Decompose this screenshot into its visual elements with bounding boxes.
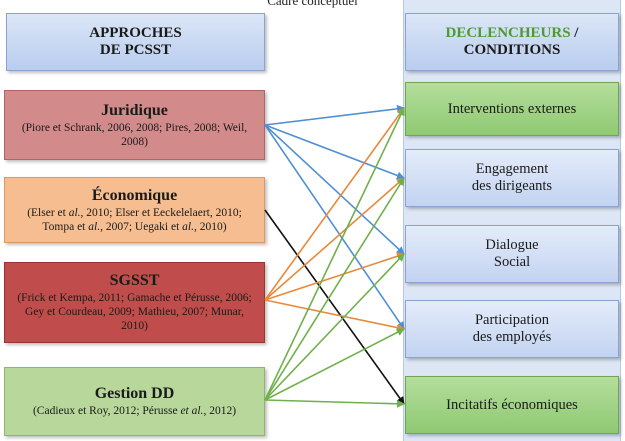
juridique-arrows bbox=[264, 104, 405, 330]
figure-caption: Cadre conceptuel bbox=[267, 0, 358, 8]
approaches-header-line1: APPROCHES bbox=[89, 25, 182, 41]
economique-arrows bbox=[264, 209, 405, 405]
approach-juridique-refs: (Piore et Schrank, 2006, 2008; Pires, 20… bbox=[21, 121, 248, 148]
approach-economique: Économique (Elser et al., 2010; Elser et… bbox=[4, 177, 265, 243]
conditions-header-green: DECLENCHEURS bbox=[445, 25, 571, 41]
condition-participation-employes: Participation des employés bbox=[405, 300, 619, 358]
condition-incitatifs-label: Incitatifs économiques bbox=[446, 396, 578, 413]
arrow-juridique-interventions bbox=[264, 104, 405, 126]
arrow-gestion-engagement bbox=[264, 177, 405, 401]
condition-participation-line1: Participation bbox=[474, 312, 550, 328]
approach-juridique: Juridique (Piore et Schrank, 2006, 2008;… bbox=[4, 90, 265, 160]
approach-economique-title: Économique bbox=[91, 186, 178, 204]
arrow-juridique-engagement bbox=[264, 124, 405, 180]
arrow-sgsst-engagement bbox=[264, 177, 405, 301]
approach-economique-refs: (Elser et al., 2010; Elser et Eeckelelae… bbox=[27, 206, 242, 233]
condition-incitatifs-economiques: Incitatifs économiques bbox=[405, 376, 619, 434]
approach-gestion-dd-refs: (Cadieux et Roy, 2012; Pérusse et al., 2… bbox=[32, 405, 237, 417]
arrow-juridique-participation bbox=[264, 124, 405, 330]
approach-gestion-dd-title: Gestion DD bbox=[94, 385, 175, 402]
gestion-dd-arrows bbox=[264, 107, 405, 408]
approach-sgsst: SGSST (Frick et Kempa, 2011; Gamache et … bbox=[4, 262, 265, 343]
arrow-gestion-participation bbox=[264, 328, 405, 401]
approaches-header-line2: DE PCSST bbox=[99, 42, 172, 58]
condition-interventions-externes-label: Interventions externes bbox=[447, 100, 577, 117]
arrow-economique-incitatifs bbox=[264, 209, 405, 405]
approach-juridique-title: Juridique bbox=[101, 101, 168, 119]
approaches-header: APPROCHES DE PCSST bbox=[6, 13, 265, 71]
arrow-sgsst-interventions bbox=[264, 107, 405, 301]
conditions-header-line2: CONDITIONS bbox=[463, 42, 561, 58]
arrow-gestion-dialogue bbox=[264, 253, 405, 401]
condition-engagement-line1: Engagement bbox=[475, 161, 549, 177]
approach-sgsst-title: SGSST bbox=[109, 272, 160, 289]
arrow-juridique-dialogue bbox=[264, 124, 405, 255]
condition-interventions-externes: Interventions externes bbox=[405, 82, 619, 136]
condition-dialogue-line1: Dialogue bbox=[485, 237, 539, 253]
condition-dialogue-social: Dialogue Social bbox=[405, 225, 619, 283]
condition-engagement-line2: des dirigeants bbox=[471, 178, 553, 194]
conditions-header-slash: / bbox=[570, 25, 579, 41]
arrow-gestion-interventions bbox=[264, 107, 405, 401]
approach-gestion-dd: Gestion DD (Cadieux et Roy, 2012; Péruss… bbox=[4, 367, 265, 436]
conditions-column-band bbox=[403, 0, 621, 441]
approach-sgsst-refs: (Frick et Kempa, 2011; Gamache et Péruss… bbox=[17, 292, 252, 332]
condition-engagement-dirigeants: Engagement des dirigeants bbox=[405, 149, 619, 207]
conditions-header-line1: DECLENCHEURS / bbox=[446, 25, 579, 42]
sgsst-arrows bbox=[264, 107, 405, 332]
condition-participation-line2: des employés bbox=[472, 329, 552, 345]
arrow-sgsst-dialogue bbox=[264, 252, 405, 301]
arrow-gestion-incitatifs bbox=[264, 399, 405, 408]
conditions-header: DECLENCHEURS / CONDITIONS bbox=[405, 13, 619, 71]
arrow-sgsst-participation bbox=[264, 299, 405, 332]
condition-dialogue-line2: Social bbox=[493, 254, 531, 270]
